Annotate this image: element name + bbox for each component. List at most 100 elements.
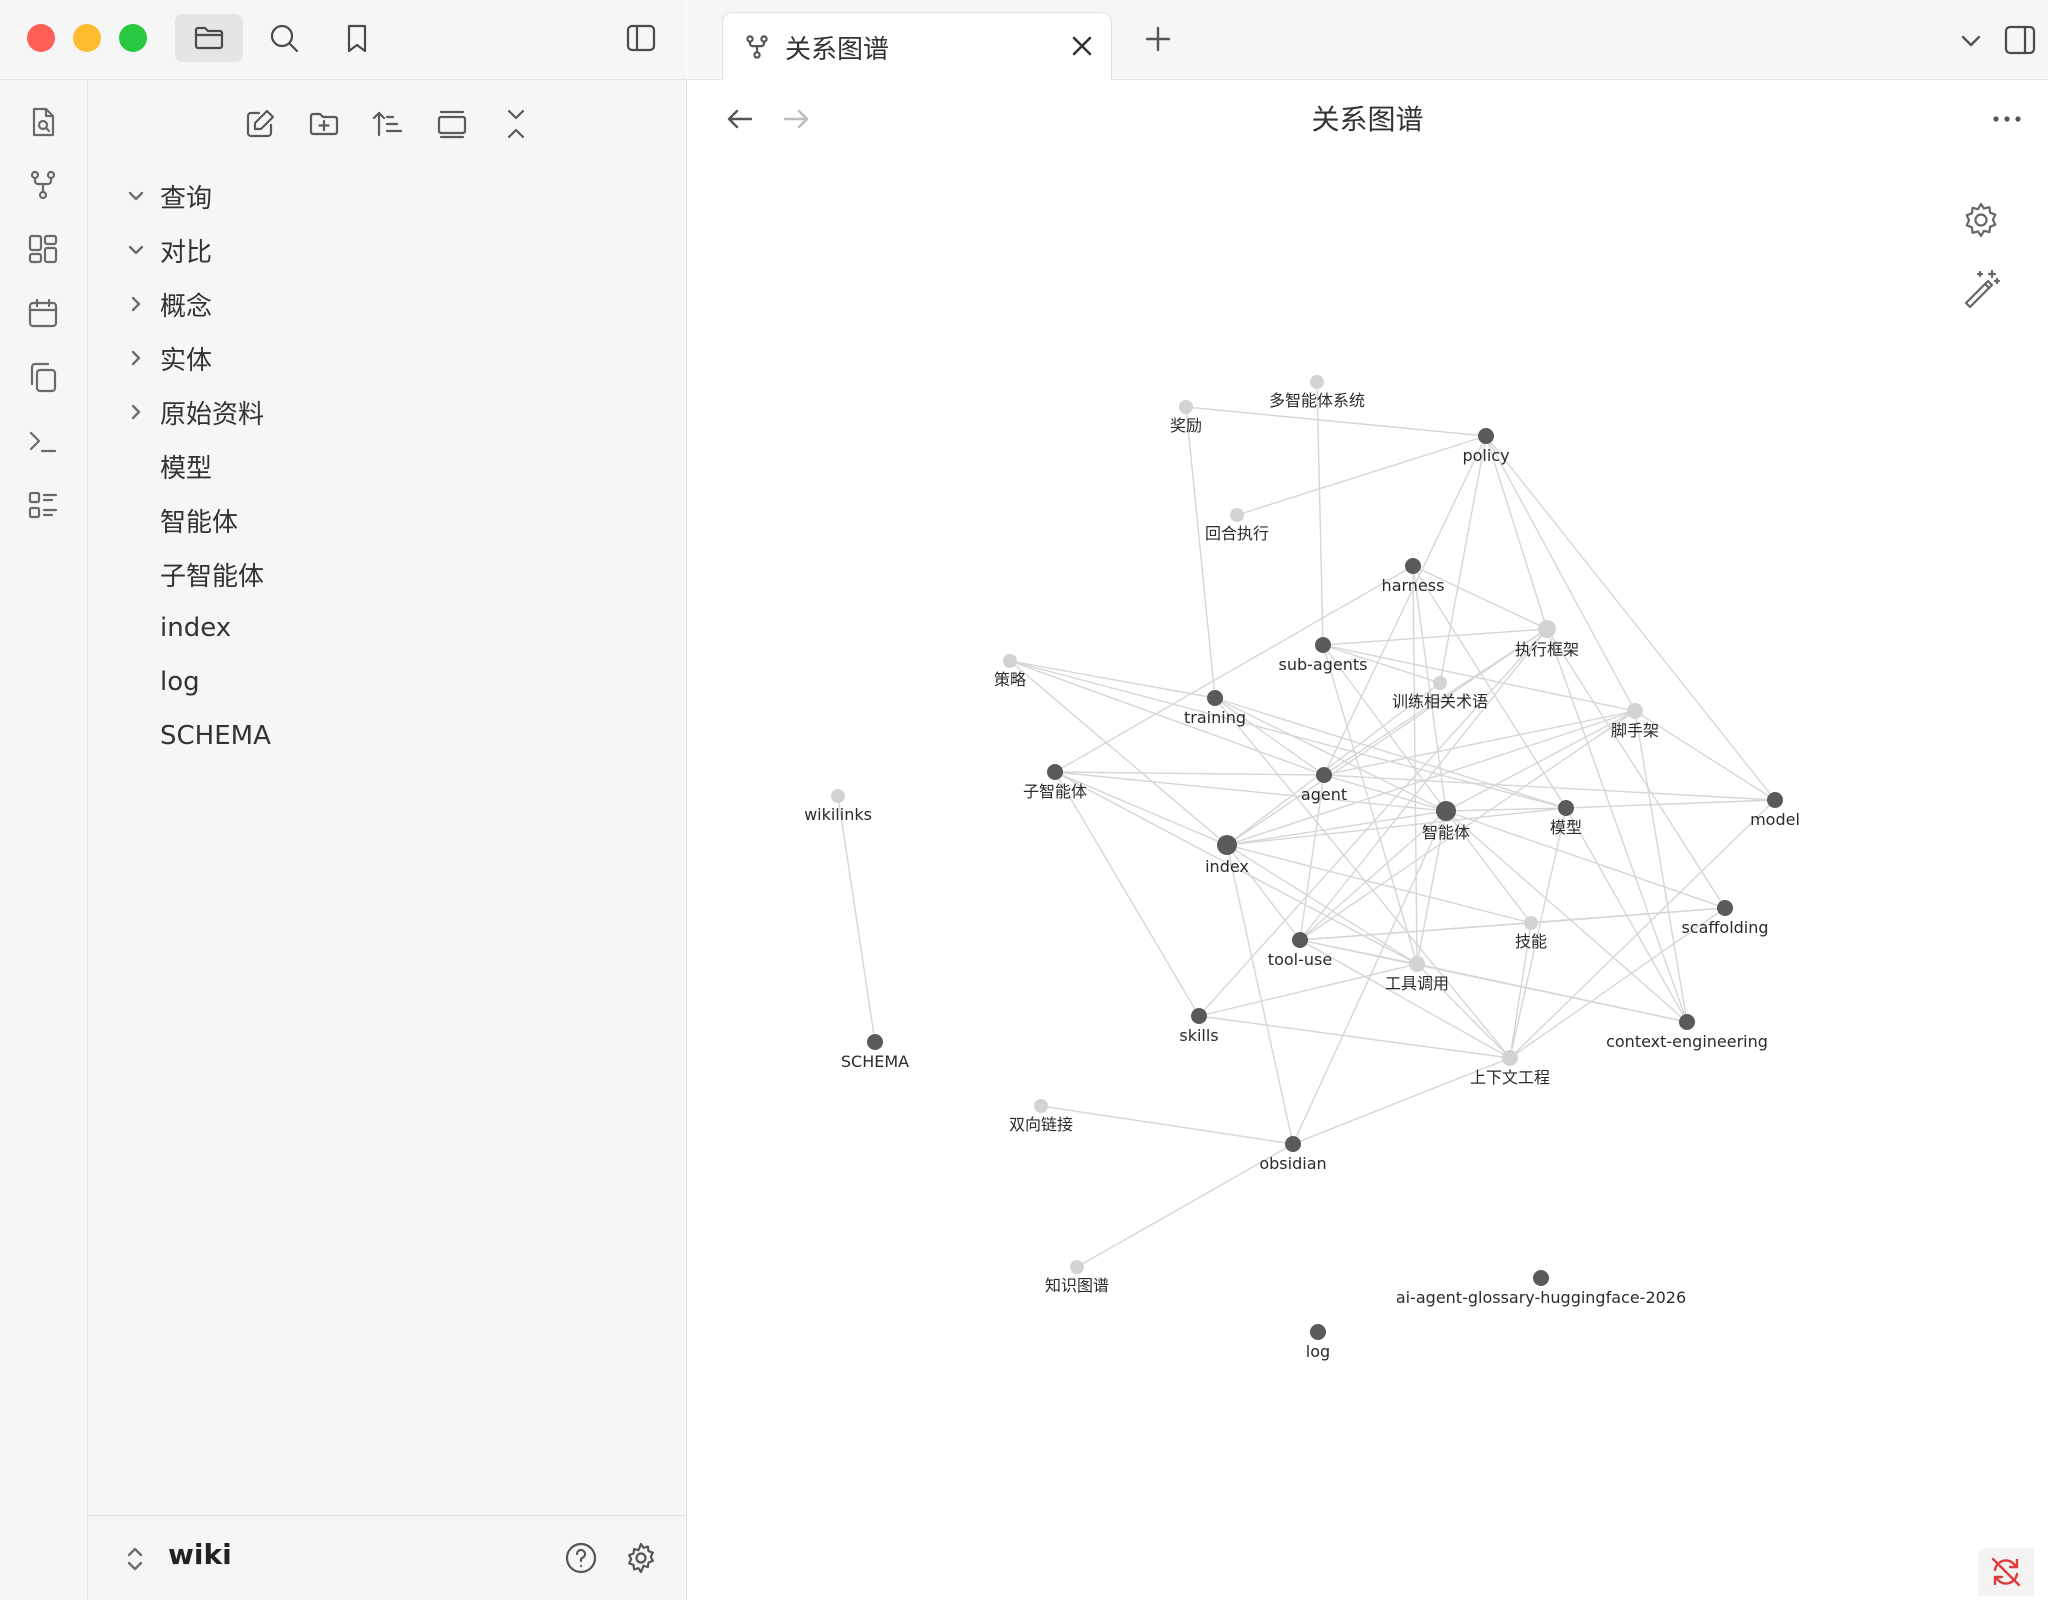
graph-node-dot[interactable] <box>1316 767 1332 783</box>
graph-node[interactable]: 多智能体系统 <box>1269 375 1365 410</box>
graph-node-dot[interactable] <box>1767 792 1783 808</box>
tree-file-SCHEMA[interactable]: SCHEMA <box>88 712 686 760</box>
graph-node[interactable]: 策略 <box>994 654 1026 689</box>
tree-file-index[interactable]: index <box>88 604 686 652</box>
graph-node-dot[interactable] <box>1436 801 1456 821</box>
graph-node-dot[interactable] <box>1627 703 1643 719</box>
graph-node-dot[interactable] <box>1558 800 1574 816</box>
graph-node-dot[interactable] <box>1003 654 1017 668</box>
tree-folder-查询[interactable]: 查询 <box>88 172 686 220</box>
graph-node-dot[interactable] <box>1179 400 1193 414</box>
window-close-button[interactable] <box>27 24 55 52</box>
graph-settings-button[interactable] <box>1960 199 2002 241</box>
close-icon[interactable] <box>1067 31 1097 61</box>
graph-node[interactable]: index <box>1205 835 1249 876</box>
tree-folder-概念[interactable]: 概念 <box>88 280 686 328</box>
graph-node-dot[interactable] <box>1433 676 1447 690</box>
graph-node[interactable]: 智能体 <box>1422 801 1470 842</box>
graph-node-dot[interactable] <box>1310 375 1324 389</box>
files-tab-button[interactable] <box>175 14 243 62</box>
tree-file-log[interactable]: log <box>88 658 686 706</box>
graph-node-dot[interactable] <box>1717 900 1733 916</box>
graph-node-dot[interactable] <box>1478 428 1494 444</box>
graph-node[interactable]: harness <box>1382 558 1445 595</box>
new-tab-button[interactable] <box>1141 22 1175 56</box>
graph-node-dot[interactable] <box>1502 1050 1518 1066</box>
graph-node-dot[interactable] <box>831 789 845 803</box>
graph-node-dot[interactable] <box>867 1034 883 1050</box>
left-sidebar-toggle[interactable] <box>607 14 675 62</box>
graph-node[interactable]: 回合执行 <box>1205 508 1269 543</box>
graph-node-dot[interactable] <box>1310 1324 1326 1340</box>
graph-node[interactable]: context-engineering <box>1606 1014 1768 1051</box>
templates-button[interactable] <box>22 356 64 398</box>
graph-node[interactable]: model <box>1750 792 1800 829</box>
graph-view-button[interactable] <box>22 164 64 206</box>
search-tab-button[interactable] <box>250 14 318 62</box>
graph-node-dot[interactable] <box>1409 956 1425 972</box>
graph-node[interactable]: 子智能体 <box>1023 764 1087 801</box>
tree-file-智能体[interactable]: 智能体 <box>88 496 686 544</box>
graph-node-dot[interactable] <box>1034 1099 1048 1113</box>
sort-button[interactable] <box>366 102 410 146</box>
more-options-button[interactable] <box>1988 102 2026 136</box>
settings-button[interactable] <box>621 1538 661 1578</box>
graph-node-dot[interactable] <box>1207 690 1223 706</box>
outline-button[interactable] <box>22 484 64 526</box>
graph-node-dot[interactable] <box>1524 916 1538 930</box>
graph-node[interactable]: wikilinks <box>804 789 872 824</box>
daily-note-button[interactable] <box>22 292 64 334</box>
graph-node[interactable]: 奖励 <box>1170 400 1202 435</box>
navigate-back-button[interactable] <box>723 102 757 136</box>
new-note-button[interactable] <box>238 102 282 146</box>
collapse-all-button[interactable] <box>494 102 538 146</box>
tab-list-dropdown[interactable] <box>1956 26 1986 56</box>
tree-folder-原始资料[interactable]: 原始资料 <box>88 388 686 436</box>
graph-node[interactable]: ai-agent-glossary-huggingface-2026 <box>1396 1270 1686 1307</box>
graph-node[interactable]: scaffolding <box>1681 900 1769 937</box>
vault-switcher-button[interactable] <box>122 1544 148 1574</box>
tree-file-子智能体[interactable]: 子智能体 <box>88 550 686 598</box>
help-button[interactable] <box>561 1538 601 1578</box>
graph-node-dot[interactable] <box>1230 508 1244 522</box>
graph-node-dot[interactable] <box>1217 835 1237 855</box>
window-maximize-button[interactable] <box>119 24 147 52</box>
graph-node[interactable]: tool-use <box>1268 932 1332 969</box>
quick-switcher-button[interactable] <box>22 101 64 143</box>
bookmarks-tab-button[interactable] <box>323 14 391 62</box>
tree-folder-实体[interactable]: 实体 <box>88 334 686 382</box>
sync-status-button[interactable] <box>1978 1548 2034 1596</box>
graph-node-dot[interactable] <box>1533 1270 1549 1286</box>
graph-node-dot[interactable] <box>1538 620 1556 638</box>
tree-file-模型[interactable]: 模型 <box>88 442 686 490</box>
graph-node-dot[interactable] <box>1191 1008 1207 1024</box>
graph-node-dot[interactable] <box>1679 1014 1695 1030</box>
graph-node[interactable]: policy <box>1462 428 1510 465</box>
graph-node[interactable]: SCHEMA <box>841 1034 909 1071</box>
graph-node[interactable]: 训练相关术语 <box>1392 676 1488 711</box>
graph-node[interactable]: skills <box>1179 1008 1219 1045</box>
command-palette-button[interactable] <box>22 420 64 462</box>
graph-node-dot[interactable] <box>1070 1260 1084 1274</box>
graph-node-dot[interactable] <box>1405 558 1421 574</box>
graph-node[interactable]: sub-agents <box>1279 637 1368 674</box>
tab-graph[interactable]: 关系图谱 <box>722 12 1112 81</box>
window-minimize-button[interactable] <box>73 24 101 52</box>
graph-node-dot[interactable] <box>1315 637 1331 653</box>
graph-node[interactable]: obsidian <box>1259 1136 1327 1173</box>
canvas-button[interactable] <box>22 228 64 270</box>
graph-node-dot[interactable] <box>1285 1136 1301 1152</box>
new-folder-button[interactable] <box>302 102 346 146</box>
graph-node[interactable]: 技能 <box>1515 916 1547 951</box>
tree-folder-对比[interactable]: 对比 <box>88 226 686 274</box>
graph-svg[interactable]: 多智能体系统奖励policy回合执行harness执行框架sub-agents策… <box>687 156 2048 1600</box>
graph-node-dot[interactable] <box>1292 932 1308 948</box>
navigate-forward-button[interactable] <box>779 102 813 136</box>
auto-reveal-button[interactable] <box>430 102 474 146</box>
vault-name[interactable]: wiki <box>168 1538 232 1571</box>
graph-node-dot[interactable] <box>1047 764 1063 780</box>
graph-node[interactable]: 双向链接 <box>1009 1099 1073 1134</box>
graph-node[interactable]: 知识图谱 <box>1045 1260 1109 1295</box>
graph-node[interactable]: 上下文工程 <box>1470 1050 1550 1087</box>
